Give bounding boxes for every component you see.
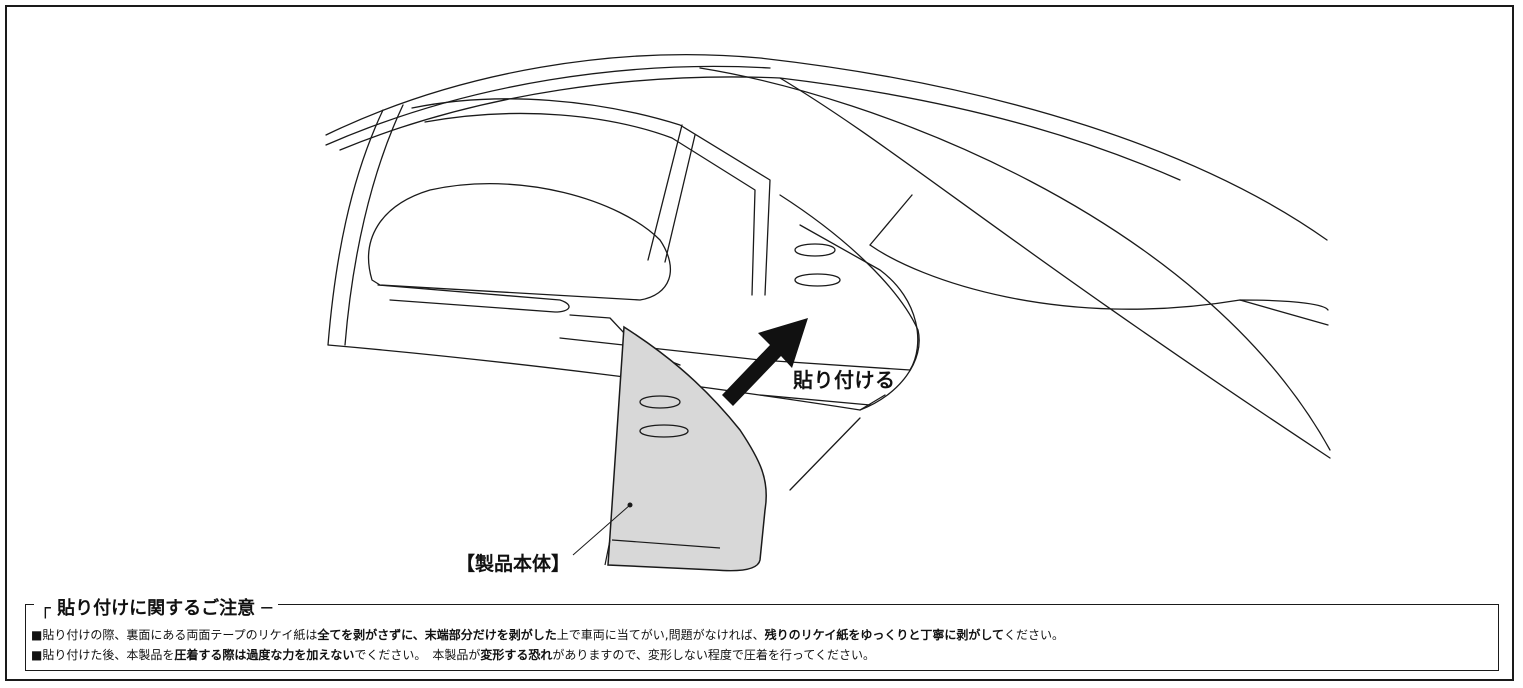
hood-line	[869, 244, 1329, 311]
door-line-2	[759, 394, 871, 406]
quarter-edge-3	[869, 194, 913, 246]
door-line	[559, 224, 919, 371]
notice-segment: 残りのリケイ紙をゆっくりと丁寧に剥がして	[764, 628, 1005, 642]
roof-line-inner-2	[339, 76, 1181, 181]
notice-segment: 全てを剥がさずに、末端部分だけを剥がした	[317, 628, 557, 642]
notice-segment: 圧着する際は過度な力を加えない	[174, 648, 355, 662]
roof-fold	[779, 77, 1331, 459]
outer-frame	[5, 5, 1514, 681]
hood-line-2	[1239, 299, 1329, 326]
notice-title: ┌ 貼り付けに関するご注意 ─	[34, 594, 279, 620]
window-frame-inner	[424, 112, 756, 296]
notice-segment: 上で車両に当てがい,問題がなければ、	[556, 628, 765, 642]
attach-arrow	[722, 318, 808, 406]
car-slot-2	[794, 273, 841, 287]
mirror-lower	[377, 284, 570, 313]
notice-segment: 変形する恐れ	[480, 648, 553, 662]
notice-box	[25, 604, 1499, 671]
quarter-edge-2	[789, 417, 861, 491]
notice-segment: ■貼り付けた後、本製品を	[31, 648, 175, 662]
notice-title-bracket: ┌	[40, 598, 58, 619]
car-slot-1	[794, 243, 836, 257]
notice-title-text: 貼り付けに関するご注意	[57, 598, 256, 619]
door-sill	[327, 344, 886, 411]
roof-line	[325, 54, 1328, 241]
notice-segment: ■貼り付けの際、裏面にある両面テープのリケイ紙は	[31, 628, 318, 642]
attach-label: 貼り付ける	[793, 368, 896, 392]
product-body-shape	[607, 325, 767, 572]
a-pillar-outer	[327, 109, 384, 346]
product-slot-1	[639, 395, 681, 409]
a-pillar-inner	[344, 104, 404, 346]
leader-line	[572, 504, 631, 556]
b-pillar	[647, 124, 696, 263]
product-body-label: 【製品本体】	[456, 553, 571, 575]
notice-title-rule: ─	[255, 598, 273, 619]
notice-line-1: ■貼り付けの際、裏面にある両面テープのリケイ紙は全てを剥がさずに、末端部分だけを…	[31, 625, 1491, 645]
window-frame	[411, 98, 771, 296]
product-slot-2	[639, 424, 689, 438]
windshield-edge	[699, 67, 1331, 451]
notice-segment: でください。 本製品が	[354, 648, 481, 662]
quarter-edge	[779, 194, 920, 411]
notice-lines: ■貼り付けの際、裏面にある両面テープのリケイ紙は全てを剥がさずに、末端部分だけを…	[31, 625, 1491, 665]
notice-segment: ください。	[1004, 628, 1065, 642]
roof-line-inner	[325, 65, 771, 146]
product-body-edge	[604, 539, 721, 566]
notice-line-2: ■貼り付けた後、本製品を圧着する際は過度な力を加えないでください。 本製品が変形…	[31, 645, 1491, 665]
notice-segment: がありますので、変形しない程度で圧着を行ってください。	[552, 648, 875, 662]
mirror-housing	[368, 183, 671, 301]
